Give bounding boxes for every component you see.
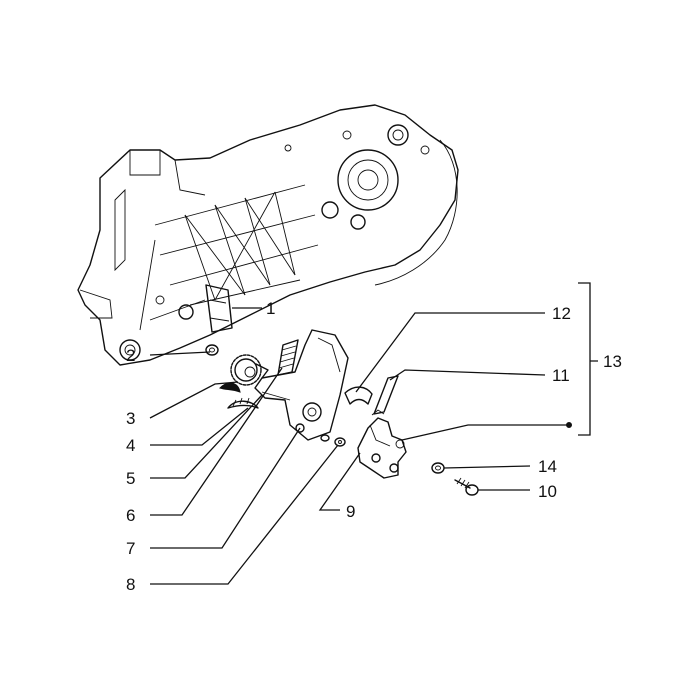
leader-9 (318, 452, 361, 511)
callout-12: 12 (552, 304, 571, 323)
leader-2 (149, 351, 211, 356)
callout-6: 6 (126, 506, 135, 525)
part-8-screw (334, 437, 346, 447)
part-14-washer (431, 462, 445, 474)
leader-13-pump (401, 424, 568, 441)
leader-6 (150, 367, 283, 516)
callout-8: 8 (126, 575, 135, 594)
leader-7 (150, 427, 301, 549)
group-13-bracket (578, 282, 598, 436)
callout-labels: 1 2 3 4 5 6 7 8 9 10 11 12 13 14 (126, 299, 622, 594)
leader-13-dot (566, 422, 572, 428)
leader-8 (150, 444, 339, 585)
callout-2: 2 (126, 346, 135, 365)
crankcase-housing (77, 104, 459, 366)
callout-11: 11 (552, 366, 570, 385)
part-2-bushing (205, 344, 219, 356)
leader-11 (389, 369, 546, 381)
part-4-spring-clip (227, 397, 259, 409)
leader-3 (149, 381, 239, 419)
callout-13: 13 (603, 352, 622, 371)
leader-lines (149, 282, 598, 585)
oil-pump-body (357, 409, 407, 479)
leader-12 (355, 312, 545, 393)
callout-5: 5 (126, 469, 135, 488)
callout-14: 14 (538, 457, 557, 476)
part-7-screw (320, 434, 330, 442)
part-5-pump-housing (254, 329, 349, 441)
callout-10: 10 (538, 482, 557, 501)
part-1-rubber-block (205, 284, 233, 333)
leader-14 (443, 465, 531, 469)
leader-5 (150, 394, 263, 479)
part-3-gear (219, 354, 269, 393)
callout-1: 1 (266, 299, 275, 318)
leader-4 (150, 407, 249, 446)
part-12-hose (344, 386, 373, 405)
callout-7: 7 (126, 539, 135, 558)
callout-3: 3 (126, 409, 135, 428)
part-11-hose (373, 375, 399, 415)
callout-9: 9 (346, 502, 355, 521)
part-10-bolt (454, 477, 479, 496)
callout-4: 4 (126, 436, 135, 455)
